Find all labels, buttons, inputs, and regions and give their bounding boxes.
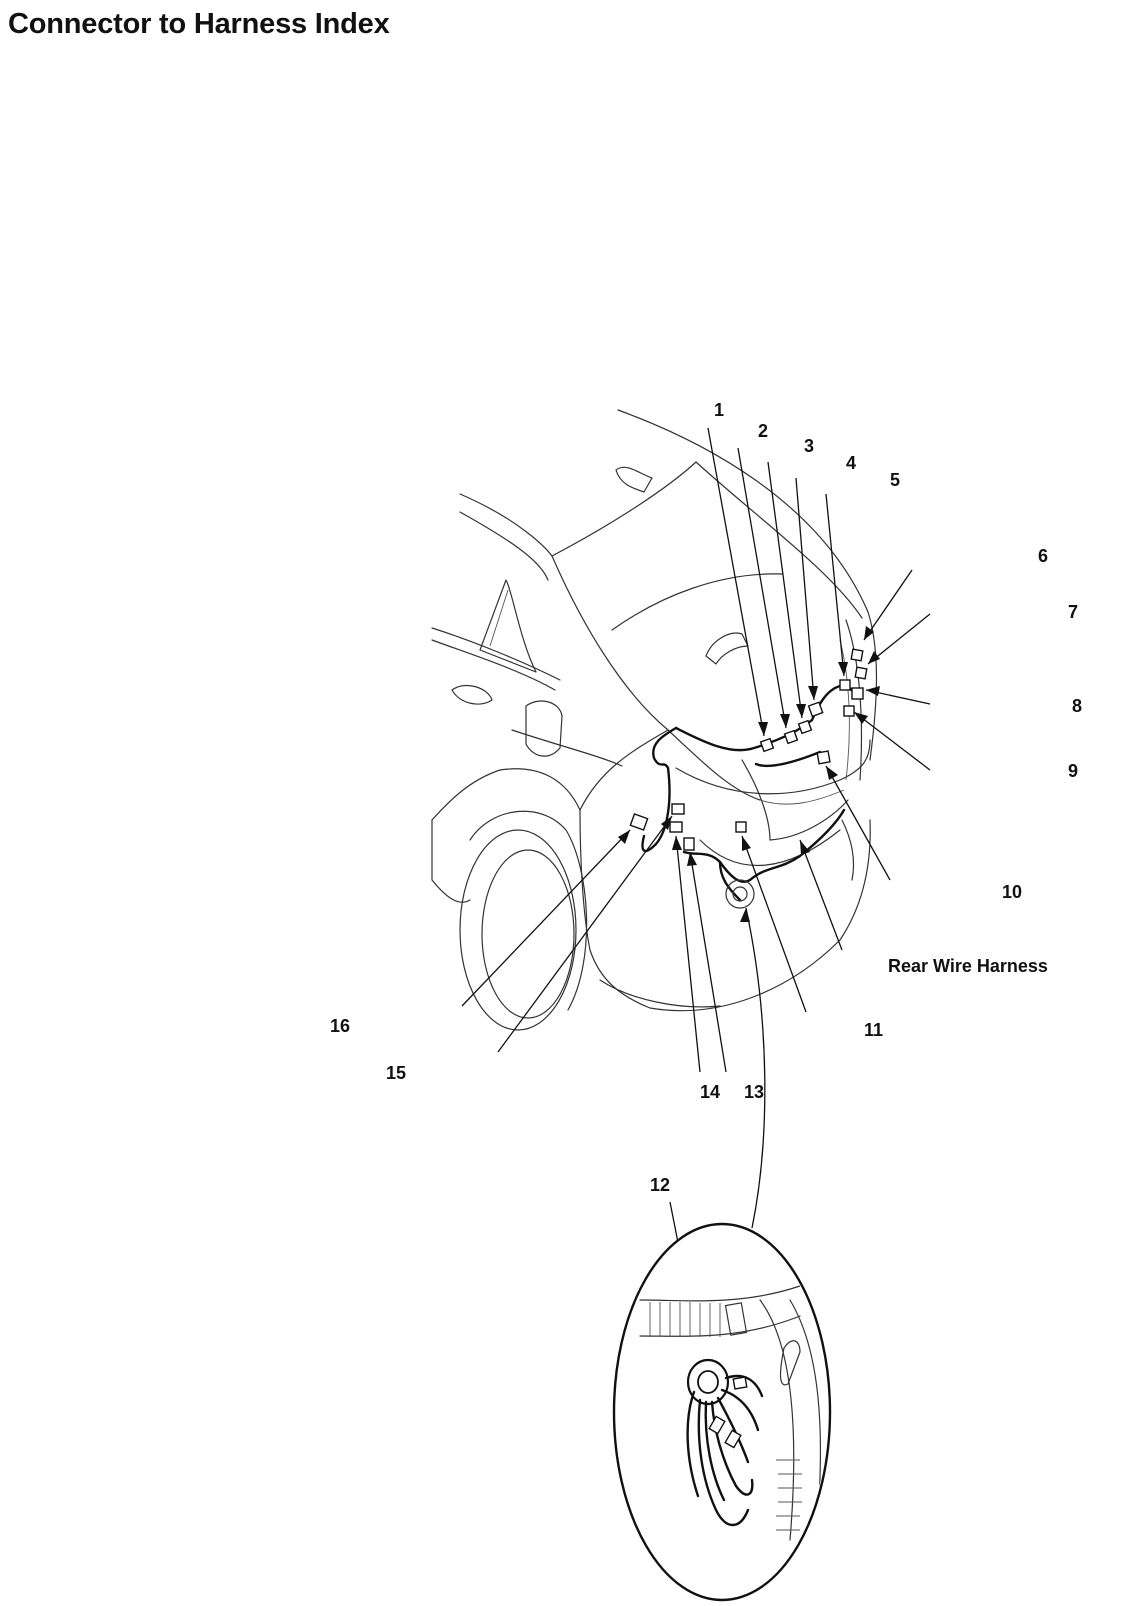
callout-15: 15 [386,1063,406,1083]
callout-9: 9 [1068,761,1078,781]
callout-4: 4 [846,453,856,473]
callout-13: 13 [744,1082,764,1102]
callout-6: 6 [1038,546,1048,566]
grommet [725,879,755,909]
callout-labels: 1 2 3 4 5 6 7 8 9 10 11 12 13 14 15 16 R… [330,400,1082,1195]
callout-14: 14 [700,1082,720,1102]
callout-11: 11 [864,1020,883,1040]
callout-2: 2 [758,421,768,441]
callout-7: 7 [1068,602,1078,622]
callout-12: 12 [650,1175,670,1195]
callout-16: 16 [330,1016,350,1036]
callout-1: 1 [714,400,724,420]
page-title: Connector to Harness Index [8,8,390,40]
rear-wire-harness-label: Rear Wire Harness [888,956,1048,976]
leader-lines [461,427,931,1365]
car-body-outline [431,409,878,1031]
callout-8: 8 [1072,696,1082,716]
connectors [629,648,868,851]
callout-10: 10 [1002,882,1022,902]
detail-inset [612,1222,832,1602]
callout-5: 5 [890,470,900,490]
callout-3: 3 [804,436,814,456]
